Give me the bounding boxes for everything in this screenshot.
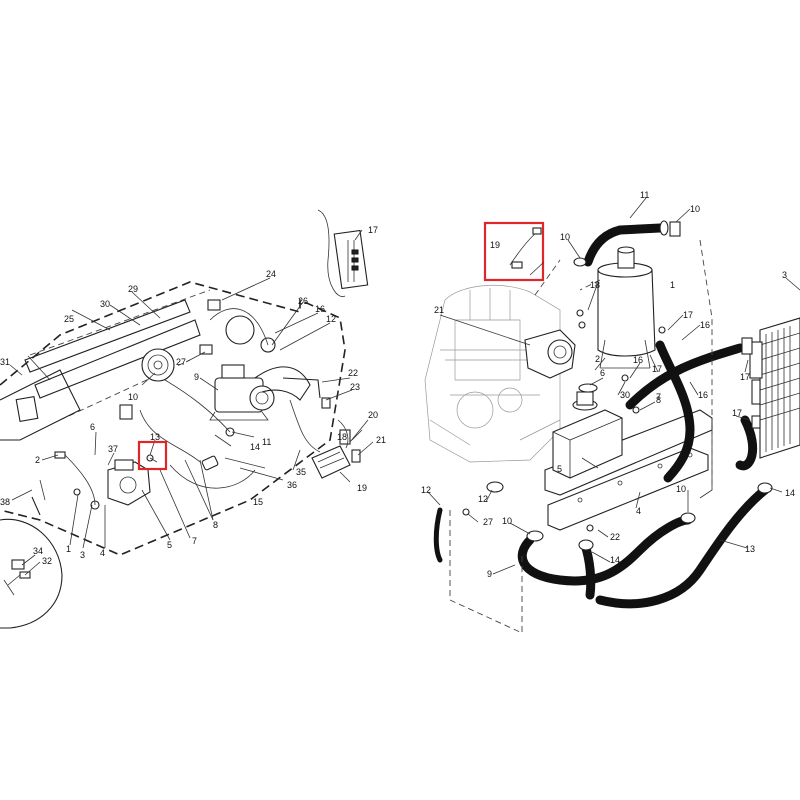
right-callout: 1 xyxy=(670,280,675,290)
left-callout: 3 xyxy=(80,550,85,560)
left-callout: 5 xyxy=(167,540,172,550)
left-callout: 31 xyxy=(0,357,10,367)
right-callout: 16 xyxy=(633,355,643,365)
right-callout: 10 xyxy=(676,484,686,494)
left-callout: 11 xyxy=(262,437,271,447)
left-callout: 32 xyxy=(42,556,52,566)
left-callout: 22 xyxy=(348,368,358,378)
left-callout: 4 xyxy=(100,548,105,558)
right-callout: 21 xyxy=(434,305,444,315)
right-callout: 10 xyxy=(560,232,570,242)
left-callout: 13 xyxy=(150,432,160,442)
right-callout: 16 xyxy=(698,390,708,400)
left-callout: 8 xyxy=(213,520,218,530)
right-callout: 3 xyxy=(782,270,787,280)
right-callout: 4 xyxy=(636,506,641,516)
left-callout: 1 xyxy=(66,544,71,554)
right-callout: 8 xyxy=(656,395,661,405)
left-callout: 34 xyxy=(33,546,43,556)
left-callout: 17 xyxy=(368,225,378,235)
left-callout: 36 xyxy=(287,480,297,490)
left-callout: 29 xyxy=(128,284,138,294)
left-callout: 10 xyxy=(128,392,138,402)
left-callout: 7 xyxy=(192,536,197,546)
left-callout: 6 xyxy=(90,422,95,432)
right-callout: 14 xyxy=(610,555,620,565)
right-callout: 17 xyxy=(732,408,742,418)
right-callout: 12 xyxy=(478,494,488,504)
left-callout: 21 xyxy=(376,435,386,445)
left-callout: 24 xyxy=(266,269,276,279)
left-callout: 38 xyxy=(0,497,10,507)
right-callout: 5 xyxy=(557,464,562,474)
left-callout: 15 xyxy=(253,497,263,507)
left-assembly: 1 2 3 4 5 6 7 8 9 10 11 12 13 14 15 16 1… xyxy=(0,209,386,629)
right-callout: 30 xyxy=(620,390,630,400)
right-callout: 9 xyxy=(487,569,492,579)
right-assembly: 1 2 3 4 5 6 7 8 9 10 10 10 10 11 12 12 1… xyxy=(421,190,800,633)
left-callout: 12 xyxy=(326,314,336,324)
right-callout: 10 xyxy=(690,204,700,214)
left-callout: 18 xyxy=(337,432,347,442)
right-callout: 17 xyxy=(740,372,750,382)
right-callout: 22 xyxy=(610,532,620,542)
right-callout: 2 xyxy=(595,354,600,364)
left-callout: 16 xyxy=(315,304,325,314)
right-highlight-box xyxy=(483,221,545,282)
left-callout: 9 xyxy=(194,372,199,382)
right-callout: 17 xyxy=(683,310,693,320)
right-callout: 7 xyxy=(656,392,661,402)
left-callout: 27 xyxy=(176,357,186,367)
right-callout: 10 xyxy=(502,516,512,526)
right-callout: 13 xyxy=(745,544,755,554)
left-callout: 25 xyxy=(64,314,74,324)
right-callout: 16 xyxy=(700,320,710,330)
right-callouts: 1 2 3 4 5 6 7 8 9 10 10 10 10 11 12 12 1… xyxy=(421,190,795,579)
left-callout: 23 xyxy=(350,382,360,392)
right-callout: 14 xyxy=(785,488,795,498)
right-callout: 6 xyxy=(600,368,605,378)
right-callout: 18 xyxy=(590,280,600,290)
left-callout: 2 xyxy=(35,455,40,465)
left-callout: 35 xyxy=(296,467,306,477)
right-callout: 12 xyxy=(421,485,431,495)
right-callout: 27 xyxy=(483,517,493,527)
left-callout: 20 xyxy=(368,410,378,420)
left-callout: 37 xyxy=(108,444,118,454)
radiator-core xyxy=(749,317,800,459)
engine-ghost xyxy=(424,284,561,463)
left-highlight-box xyxy=(137,440,168,471)
left-callouts: 1 2 3 4 5 6 7 8 9 10 11 12 13 14 15 16 1… xyxy=(0,225,386,566)
right-callout: 19 xyxy=(490,240,500,250)
right-callout: 11 xyxy=(640,190,649,200)
left-callout: 19 xyxy=(357,483,367,493)
left-callout: 26 xyxy=(298,296,308,306)
left-callout: 30 xyxy=(100,299,110,309)
left-callout: 14 xyxy=(250,442,260,452)
right-callout: 17 xyxy=(652,364,662,374)
